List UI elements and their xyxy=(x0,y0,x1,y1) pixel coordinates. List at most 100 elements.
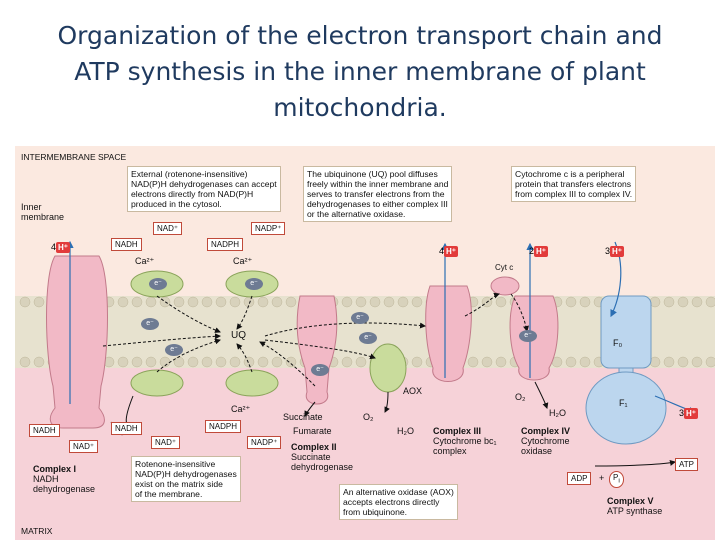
inner-membrane-label-2: membrane xyxy=(21,212,65,222)
h2o-label-2: H₂O xyxy=(549,408,566,418)
fo-shape xyxy=(600,295,652,369)
tag-nadp-plus-top: NADP⁺ xyxy=(251,222,286,235)
complex-v-label: Complex V ATP synthase xyxy=(607,496,662,516)
pi-subscript: i xyxy=(618,477,620,485)
tag-nadh-bottom: NADH xyxy=(111,422,142,435)
cyt-c-shape xyxy=(490,276,520,296)
note-line: Rotenone-insensitive xyxy=(135,459,216,469)
proton-count: 3 xyxy=(605,246,611,256)
note-cytochrome-c: Cytochrome c is a peripheral protein tha… xyxy=(511,166,637,202)
complex-desc: Cytochrome bc₁ xyxy=(433,436,497,446)
note-line: accepts electrons directly xyxy=(343,497,440,507)
tag-nadh-left: NADH xyxy=(29,424,60,437)
note-line: produced in the cytosol. xyxy=(131,199,222,209)
f1-label: F₁ xyxy=(619,398,628,408)
ca-label-2: Ca²⁺ xyxy=(233,256,253,266)
note-alternative-oxidase: An alternative oxidase (AOX) accepts ele… xyxy=(339,484,458,520)
note-line: from ubiquinone. xyxy=(343,507,408,517)
f1-shape xyxy=(585,371,667,445)
tag-nadph-bottom: NADPH xyxy=(205,420,242,433)
complex-ii-shape xyxy=(296,295,338,405)
complex-desc: ATP synthase xyxy=(607,506,663,516)
fumarate-label: Fumarate xyxy=(293,426,332,436)
note-external-dehydrogenases: External (rotenone-insensitive) NAD(P)H … xyxy=(127,166,281,212)
pi-letter: P xyxy=(613,473,619,482)
electron-marker: e⁻ xyxy=(351,312,369,324)
note-line: electrons directly from NAD(P)H xyxy=(131,189,254,199)
note-line: protein that transfers electrons xyxy=(515,179,632,189)
h2o-label-1: H₂O xyxy=(397,426,414,436)
tag-nadph-top: NADPH xyxy=(207,238,244,251)
electron-marker: e⁻ xyxy=(165,344,183,356)
proton-ion: H⁺ xyxy=(610,246,625,257)
note-line: NAD(P)H dehydrogenases can accept xyxy=(131,179,277,189)
electron-marker: e⁻ xyxy=(149,278,167,290)
proton-ion: H⁺ xyxy=(56,242,71,253)
tag-nadh-top: NADH xyxy=(111,238,142,251)
complex-desc: oxidase xyxy=(521,446,553,456)
note-line: Cytochrome c is a peripheral xyxy=(515,169,625,179)
note-line: External (rotenone-insensitive) xyxy=(131,169,248,179)
slide-title: Organization of the electron transport c… xyxy=(0,18,720,126)
tag-nad-plus-top: NAD⁺ xyxy=(153,222,183,235)
electron-marker: e⁻ xyxy=(311,364,329,376)
cyt-c-label: Cyt c xyxy=(495,263,514,272)
note-line: or the alternative oxidase. xyxy=(307,209,406,219)
etc-diagram: INTERMEMBRANE SPACE MATRIX Inner membran… xyxy=(15,146,715,540)
complex-iii-label: Complex III Cytochrome bc₁ complex xyxy=(433,426,497,456)
note-ubiquinone-pool: The ubiquinone (UQ) pool diffuses freely… xyxy=(303,166,453,222)
title-line-1: Organization of the electron transport c… xyxy=(57,21,663,50)
tag-adp: ADP xyxy=(567,472,592,485)
inner-membrane-label-1: Inner xyxy=(21,202,42,212)
complex-name: Complex V xyxy=(607,496,654,506)
proton-count: 2 xyxy=(529,246,535,256)
tag-nad-plus-bottom: NAD⁺ xyxy=(151,436,181,449)
complex-name: Complex II xyxy=(291,442,337,452)
complex-name: Complex I xyxy=(33,464,77,474)
tag-atp: ATP xyxy=(675,458,698,471)
aox-label: AOX xyxy=(403,386,423,396)
complex-desc: Succinate xyxy=(291,452,331,462)
note-line: serves to transfer electrons from the xyxy=(307,189,445,199)
complex-name: Complex IV xyxy=(521,426,571,436)
complex-desc: NADH xyxy=(33,474,59,484)
tag-pi: Pi xyxy=(609,471,624,488)
complex-desc: Cytochrome xyxy=(521,436,570,446)
electron-marker: e⁻ xyxy=(245,278,263,290)
intermembrane-space-label: INTERMEMBRANE SPACE xyxy=(21,152,127,162)
note-internal-dehydrogenases: Rotenone-insensitive NAD(P)H dehydrogena… xyxy=(131,456,241,502)
tag-nadp-plus-bottom: NADP⁺ xyxy=(247,436,282,449)
complex-desc: complex xyxy=(433,446,467,456)
internal-nadph-dehydrogenase xyxy=(225,369,279,397)
complex-iv-label: Complex IV Cytochrome oxidase xyxy=(521,426,570,456)
note-line: from complex III to complex IV. xyxy=(515,189,633,199)
note-line: dehydrogenases to either complex III xyxy=(307,199,448,209)
fo-label: F₀ xyxy=(613,338,623,348)
note-line: of the membrane. xyxy=(135,489,203,499)
note-line: NAD(P)H dehydrogenases xyxy=(135,469,237,479)
electron-marker: e⁻ xyxy=(519,330,537,342)
note-line: An alternative oxidase (AOX) xyxy=(343,487,454,497)
title-line-2: ATP synthesis in the inner membrane of p… xyxy=(74,57,646,86)
electron-marker: e⁻ xyxy=(359,332,377,344)
aox-shape xyxy=(369,343,407,393)
complex-desc: dehydrogenase xyxy=(291,462,354,472)
complex-desc: dehydrogenase xyxy=(33,484,96,494)
note-line: freely within the inner membrane and xyxy=(307,179,449,189)
matrix-label: MATRIX xyxy=(21,526,53,536)
proton-count: 3 xyxy=(679,408,685,418)
proton-ion: H⁺ xyxy=(534,246,549,257)
complex-i-shape xyxy=(46,255,108,429)
note-line: The ubiquinone (UQ) pool diffuses xyxy=(307,169,438,179)
complex-ii-label: Complex II Succinate dehydrogenase xyxy=(291,442,353,472)
uq-label: UQ xyxy=(231,330,246,341)
tag-nad-plus-left: NAD⁺ xyxy=(69,440,99,453)
proton-ion: H⁺ xyxy=(444,246,459,257)
proton-count: 4 xyxy=(51,242,57,252)
electron-marker: e⁻ xyxy=(141,318,159,330)
